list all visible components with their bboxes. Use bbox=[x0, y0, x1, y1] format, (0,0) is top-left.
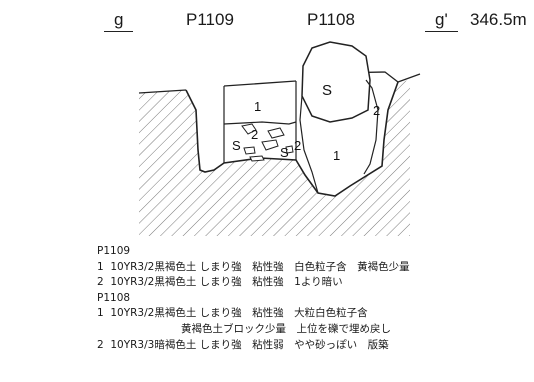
label-p1108-layer-2-right: 2 bbox=[373, 103, 380, 118]
pit-label-p1108: P1108 bbox=[307, 10, 355, 29]
pit-label-p1109: P1109 bbox=[186, 10, 234, 29]
label-p1109-layer-2: 2 bbox=[251, 127, 258, 142]
legend-p1108-title: P1108 bbox=[97, 291, 131, 304]
legend: P1109 1 10YR3/2黒褐色土 しまり強 粘性強 白色粒子含 黄褐色少量… bbox=[97, 244, 410, 353]
section-point-g-prime: g' bbox=[425, 10, 458, 32]
section-point-g: g bbox=[104, 10, 134, 32]
label-p1109-stone: S bbox=[232, 138, 241, 153]
p1109-stones bbox=[241, 123, 294, 162]
legend-p1109-row-1: 1 10YR3/2黒褐色土 しまり強 粘性強 白色粒子含 黄褐色少量 bbox=[97, 260, 410, 273]
legend-p1109-title: P1109 bbox=[97, 245, 131, 257]
p1109-fill bbox=[223, 81, 297, 163]
legend-p1108-row-1: 1 10YR3/2黒褐色土 しまり強 粘性強 大粒白色粒子含 bbox=[97, 307, 368, 320]
label-p1108-layer-2: 2 bbox=[294, 138, 301, 153]
label-p1109-layer-1: 1 bbox=[254, 99, 261, 114]
label-p1108-stone: S bbox=[322, 82, 332, 99]
legend-p1109-row-2: 2 10YR3/2黒褐色土 しまり強 粘性強 1より暗い bbox=[97, 276, 343, 289]
ground-surface-line bbox=[138, 71, 421, 94]
legend-p1108-row-1-cont: 黄褐色土ブロック少量 上位を礫で埋め戻し bbox=[97, 322, 391, 335]
legend-p1108-row-2: 2 10YR3/3暗褐色土 しまり強 粘性弱 やや砂っぽい 版築 bbox=[97, 338, 389, 351]
label-p1109-stone-b: S bbox=[280, 145, 289, 160]
label-p1108-layer-1: 1 bbox=[333, 148, 340, 163]
p1108-layers bbox=[299, 79, 379, 194]
p1108-large-stone bbox=[301, 41, 371, 123]
hatched-ground bbox=[139, 80, 410, 236]
elevation-label: 346.5m bbox=[470, 10, 527, 29]
